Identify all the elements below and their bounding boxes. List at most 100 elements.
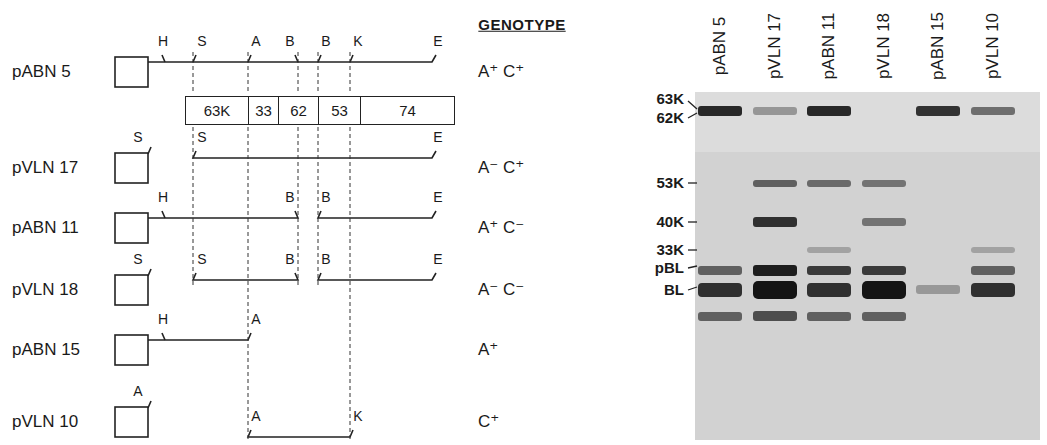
site-tick [148,401,151,408]
gene-segment: 53 [318,96,361,125]
restriction-site: E [433,130,442,145]
restriction-site: A [251,34,260,49]
size-marker: pBL [655,260,684,277]
restriction-site: E [433,190,442,205]
vector-box [115,335,148,365]
site-tick [148,147,151,154]
gene-segment: 33 [248,96,279,125]
restriction-site: B [321,252,330,267]
band [862,266,906,275]
insert-line [193,151,436,158]
leader-line [688,266,697,268]
insert-line [148,333,251,340]
restriction-site: S [197,252,206,267]
restriction-site: B [321,34,330,49]
restriction-site: K [353,409,362,424]
band [916,285,960,294]
restriction-site: S [133,252,142,267]
dashed-guide [318,52,319,286]
restriction-site: E [433,252,442,267]
restriction-site: S [133,130,142,145]
restriction-site: K [353,34,362,49]
leader-line [688,113,697,118]
band [753,107,797,115]
site-tick [162,333,165,340]
restriction-site: B [321,190,330,205]
band [807,283,851,297]
vector-box [115,57,148,87]
insert-line [318,211,436,218]
band [753,265,797,276]
band [698,312,742,321]
gel-background [695,92,1040,152]
genotype: A⁻ C⁺ [478,159,524,178]
band [971,247,1015,253]
band [807,312,851,321]
segment-size: 74 [399,102,416,119]
plasmid-name: pVLN 17 [12,159,78,178]
size-marker: 40K [656,214,684,231]
insert-line [193,273,298,280]
restriction-site: H [158,190,168,205]
segment-size: 33 [255,102,272,119]
plasmid-name: pABN 15 [12,341,80,360]
site-tick [162,55,353,62]
vector-box [115,407,148,437]
plasmid-name: pVLN 18 [12,281,78,300]
lane-label: pABN 5 [711,17,730,76]
band [807,106,851,116]
gel-bands [698,106,1015,321]
size-marker: 33K [656,242,684,259]
genotype: C⁺ [478,413,499,432]
segment-size: 62 [290,102,307,119]
dashed-guide [298,52,299,286]
band [698,266,742,275]
leader-line [688,221,697,222]
leader-line [688,101,697,109]
band [753,311,797,321]
gene-segment: 74 [360,96,455,125]
vector-box [115,153,148,183]
size-marker: 63K [656,91,684,108]
lane-label: pVLN 17 [766,13,785,79]
band [698,283,742,297]
band [807,247,851,253]
band [862,218,906,226]
restriction-site: A [251,312,260,327]
insert-line [148,55,436,62]
insert-line [148,211,298,218]
vector-box [115,275,148,305]
site-tick [162,211,165,218]
plasmid-name: pABN 5 [12,63,71,82]
restriction-site: A [251,409,260,424]
plasmid-name: pVLN 10 [12,413,78,432]
band [753,180,797,187]
restriction-site: S [197,34,206,49]
band [971,266,1015,275]
band [862,312,906,321]
band [971,107,1015,115]
restriction-site: B [285,34,294,49]
insert-line [248,430,353,437]
band [753,217,797,227]
leader-line [688,182,697,183]
vector-box [115,213,148,243]
site-tick [148,269,151,276]
lane-label: pABN 15 [929,12,948,80]
band [916,106,960,116]
lane-label: pABN 11 [820,13,839,80]
leader-line [688,287,697,290]
restriction-site: B [285,252,294,267]
segment-size: 63K [204,102,231,119]
band [753,281,797,299]
band [862,281,906,299]
genotype: A⁻ C⁻ [478,281,524,300]
restriction-site: B [285,190,294,205]
leader-line [688,249,697,250]
lane-label: pVLN 18 [875,13,894,79]
gene-segment: 63K [185,96,249,125]
dashed-guide [193,52,194,286]
genotype: A⁺ C⁻ [478,219,524,238]
band [807,266,851,275]
marker-leaders [688,101,697,290]
